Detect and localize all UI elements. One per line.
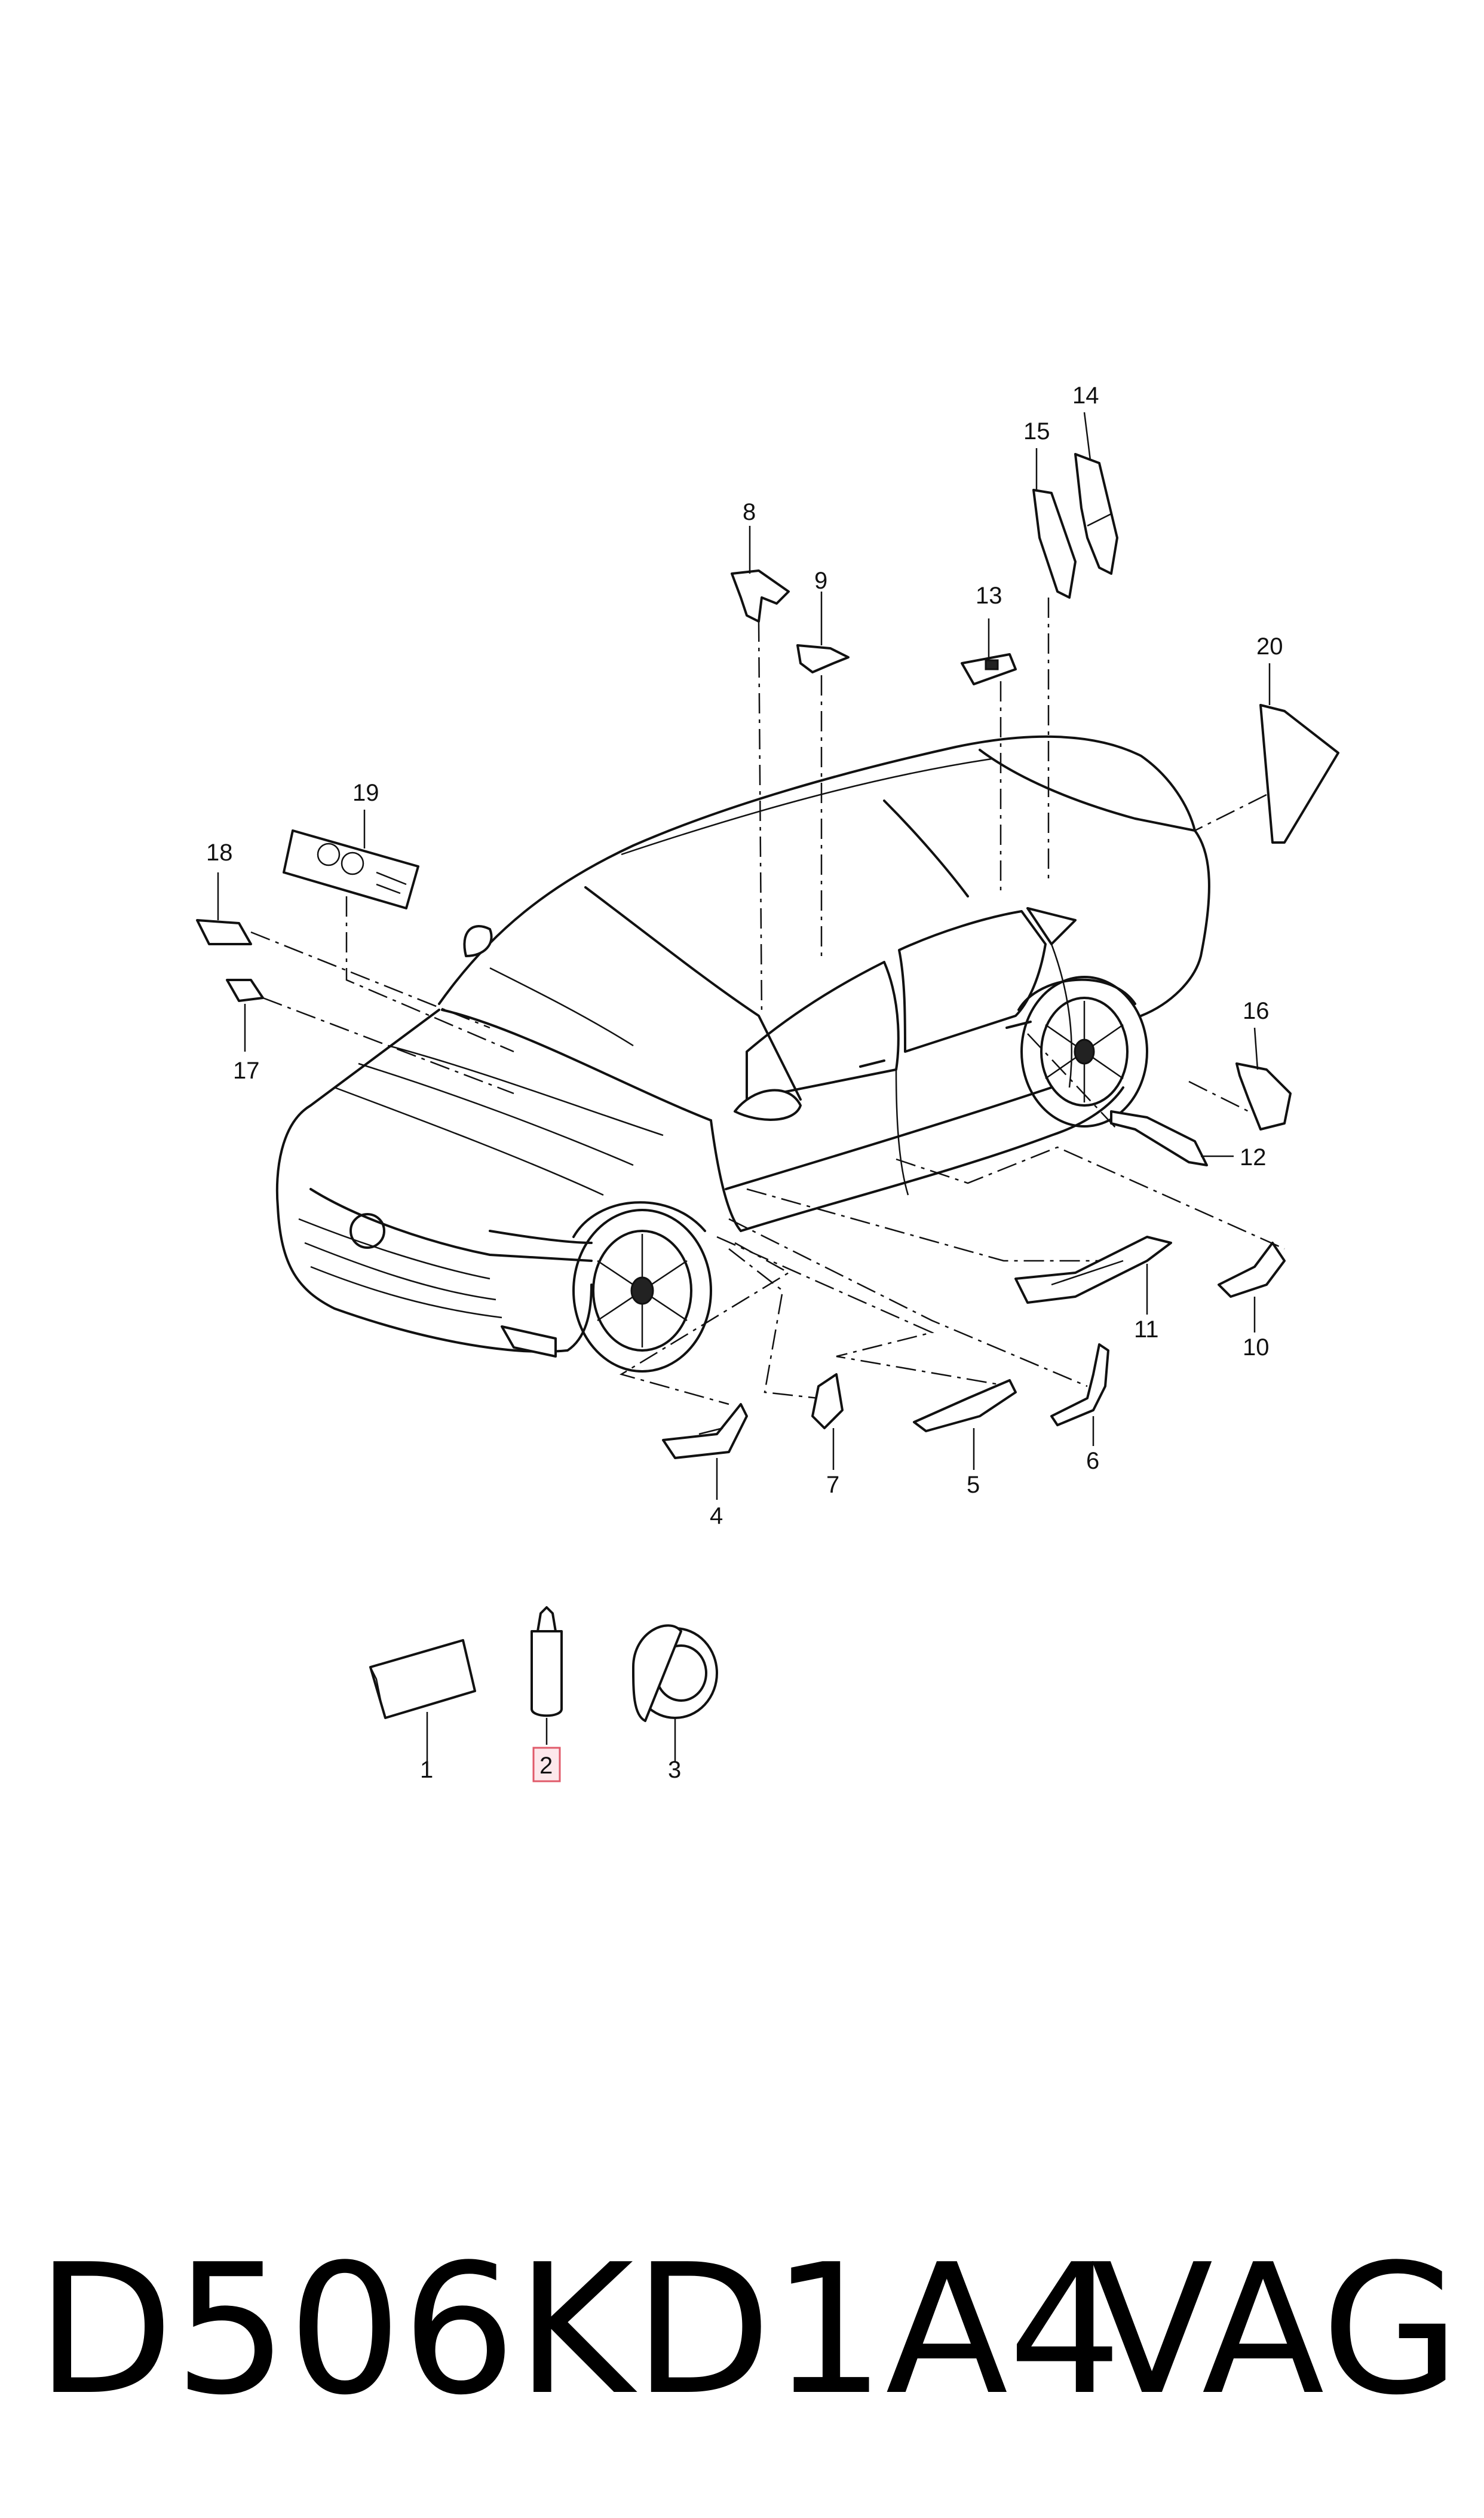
callout-2-highlight [532, 1747, 561, 1782]
part-18-pad [196, 919, 252, 945]
part-6-arm [1050, 1343, 1109, 1426]
part-8-bracket [731, 569, 790, 623]
callout-20[interactable]: 20 [1256, 633, 1283, 660]
callout-leaders [217, 412, 1271, 1763]
part-20-quarter-glass [1259, 704, 1339, 844]
part-shapes [196, 453, 1339, 1722]
part-15-pillar-trim [1032, 489, 1077, 599]
brand-label: VAG [1090, 2226, 1460, 2434]
car-illustration [275, 735, 1210, 1373]
callout-1[interactable]: 1 [420, 1757, 433, 1783]
part-12-strip [1110, 1110, 1208, 1166]
part-11-rail [1014, 1236, 1172, 1304]
callout-numbers: 1 2 3 4 5 6 7 8 9 10 11 12 13 14 15 16 1… [206, 382, 1283, 1783]
part-16-bracket [1235, 1062, 1292, 1131]
part-14-pillar-trim [1074, 453, 1118, 575]
part-19-panel [283, 829, 419, 909]
callout-10[interactable]: 10 [1243, 1334, 1270, 1361]
callout-7[interactable]: 7 [826, 1472, 839, 1498]
part-7-clip [811, 1373, 844, 1429]
callout-18[interactable]: 18 [206, 840, 233, 866]
callout-3[interactable]: 3 [668, 1757, 681, 1783]
callout-4[interactable]: 4 [710, 1503, 723, 1529]
part-5-plate [913, 1379, 1017, 1432]
callout-8[interactable]: 8 [743, 499, 756, 525]
part-1-sheet [369, 1639, 476, 1719]
callout-5[interactable]: 5 [967, 1472, 980, 1498]
part-2-bottle [531, 1630, 563, 1717]
diagram-code: D506KD1A4 [36, 2226, 1123, 2434]
part-17-block [226, 979, 264, 1002]
part-4-plate [662, 1403, 748, 1459]
callout-11[interactable]: 11 [1134, 1316, 1159, 1343]
part-10-bracket [1218, 1242, 1286, 1298]
callout-16[interactable]: 16 [1243, 998, 1270, 1024]
callout-13[interactable]: 13 [976, 583, 1002, 609]
callout-12[interactable]: 12 [1240, 1144, 1267, 1171]
leader-lines [250, 598, 1285, 1405]
callout-9[interactable]: 9 [814, 568, 827, 594]
callout-14[interactable]: 14 [1072, 382, 1099, 409]
callout-2[interactable]: 2 [539, 1753, 553, 1779]
callout-15[interactable]: 15 [1023, 418, 1050, 445]
callout-6[interactable]: 6 [1086, 1448, 1099, 1474]
part-9-clip [796, 644, 850, 673]
callout-19[interactable]: 19 [352, 780, 379, 806]
callout-17[interactable]: 17 [233, 1058, 260, 1084]
